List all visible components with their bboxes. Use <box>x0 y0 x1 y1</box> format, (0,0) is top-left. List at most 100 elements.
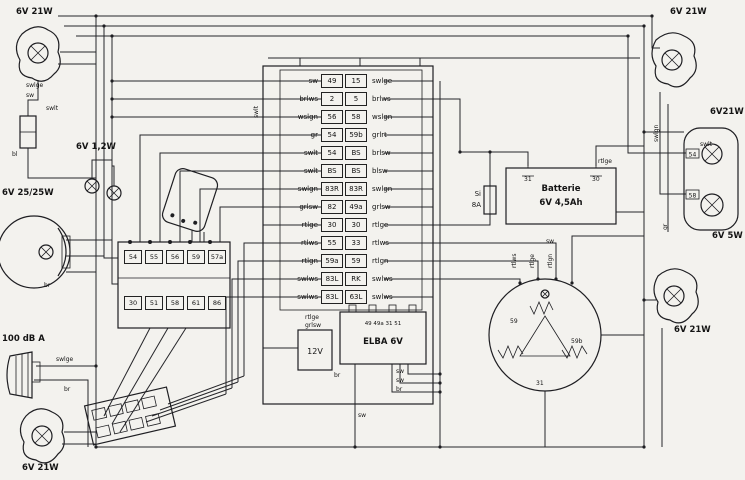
wire-color-right: grlsw <box>372 202 391 211</box>
switch-terminal: 61 <box>187 296 205 310</box>
terminal-right: 33 <box>345 236 367 250</box>
switch-terminal: 30 <box>124 296 142 310</box>
wire-color-left: rtlws <box>301 238 318 247</box>
terminal-left: 83L <box>321 290 343 304</box>
wire-color-right: blsw <box>372 166 388 175</box>
headlamp <box>0 215 71 289</box>
wire-color-right: brlws <box>372 94 391 103</box>
wire-label-swlt-1: swlt <box>46 105 59 112</box>
generator-terminal-59b: 59b <box>571 338 583 345</box>
terminal-left: 49 <box>321 74 343 88</box>
terminal-left: 83L <box>321 272 343 286</box>
wire-color-right: rtlgn <box>372 256 389 265</box>
switch-terminal: 86 <box>208 296 226 310</box>
wire-color-left: sw <box>308 76 318 85</box>
wire-label-swlge-1: swlge <box>26 82 44 89</box>
terminal-right: 59b <box>345 128 367 142</box>
battery-name: Batterie <box>542 184 581 194</box>
wire-label-swlge-2: swlge <box>56 356 74 363</box>
tail-light-unit <box>683 127 739 231</box>
terminal-right: 15 <box>345 74 367 88</box>
headlamp-label: 6V 25/25W <box>2 188 54 198</box>
wire-color-left: swlws <box>297 274 318 283</box>
wire-color-right: grlrt <box>372 130 387 139</box>
wire-color-left: rtlge <box>301 220 318 229</box>
terminal-right: 83R <box>345 182 367 196</box>
wire-label-br-1: br <box>44 282 51 289</box>
battery <box>505 162 617 225</box>
pilot-lamps-label: 6V 1,2W <box>76 142 117 152</box>
converter-label: 12V <box>307 347 323 356</box>
wire-color-right: swlws <box>372 292 393 301</box>
indicator-lamp-rear-left <box>19 408 65 464</box>
switch-terminal: 56 <box>166 250 184 264</box>
tail-terminal-58: 58 <box>689 193 697 200</box>
wire-color-right: brlsw <box>372 148 391 157</box>
switch-terminal: 57a <box>208 250 226 264</box>
wire-label-rtlws: rtlws <box>511 253 518 268</box>
fuse-rating: 8A <box>472 201 481 209</box>
fuse <box>483 185 497 215</box>
lamp-front-right-label: 6V 21W <box>670 7 707 17</box>
terminal-left: 54 <box>321 128 343 142</box>
terminal-right: BS <box>345 146 367 160</box>
wire-label-sw-5: sw <box>546 238 554 245</box>
connector-extra-grlsw: grlsw <box>305 322 321 329</box>
wire-label-sw-1: sw <box>26 92 34 99</box>
generator <box>488 277 602 392</box>
speedometer <box>161 168 219 232</box>
wire-color-right: swlgn <box>372 184 393 193</box>
battery-terminal-31: 31 <box>524 176 532 183</box>
wire-color-right: wslgn <box>372 112 393 121</box>
terminal-right: 5 <box>345 92 367 106</box>
battery-terminal-30: 30 <box>592 176 600 183</box>
handlebar-switch-block <box>83 386 177 446</box>
terminal-left: 82 <box>321 200 343 214</box>
pilot-lamps <box>84 178 122 201</box>
wire-label-gr: gr <box>662 223 669 230</box>
indicator-lamp-front-left <box>15 26 61 82</box>
tail-main-label: 6V21W <box>710 107 744 117</box>
terminal-left: 59a <box>321 254 343 268</box>
terminal-left: 54 <box>321 146 343 160</box>
fuse-name: Si <box>475 190 481 198</box>
wire-color-left: rtlgn <box>301 256 318 265</box>
lamp-rear-left-label: 6V 21W <box>22 463 59 473</box>
terminal-right: 58 <box>345 110 367 124</box>
wire-label-sw-2: sw <box>358 412 366 419</box>
wire-color-left: brlws <box>299 94 318 103</box>
wire-label-swlt-2: swlt <box>700 141 713 148</box>
wire-label-rtlgn: rtlgn <box>547 254 554 268</box>
wire-label-swlgn: swlgn <box>653 124 660 142</box>
generator-terminal-59: 59 <box>510 318 518 325</box>
wire-label-br-2: br <box>64 386 71 393</box>
wire-color-left: gr <box>310 130 318 139</box>
switch-terminal: 55 <box>145 250 163 264</box>
terminal-right: 30 <box>345 218 367 232</box>
wire-label-sw-4: sw <box>396 377 404 384</box>
wire-color-right: swlws <box>372 274 393 283</box>
wire-color-left: grlsw <box>299 202 318 211</box>
terminal-left: 2 <box>321 92 343 106</box>
terminal-left: BS <box>321 164 343 178</box>
generator-terminal-31: 31 <box>536 380 544 387</box>
elba-terminals: 49 49a 31 51 <box>365 321 402 327</box>
terminal-right: 63L <box>345 290 367 304</box>
elba-name: ELBA 6V <box>363 337 403 347</box>
central-connector-block <box>262 65 434 405</box>
wire-color-right: swlge <box>372 76 393 85</box>
